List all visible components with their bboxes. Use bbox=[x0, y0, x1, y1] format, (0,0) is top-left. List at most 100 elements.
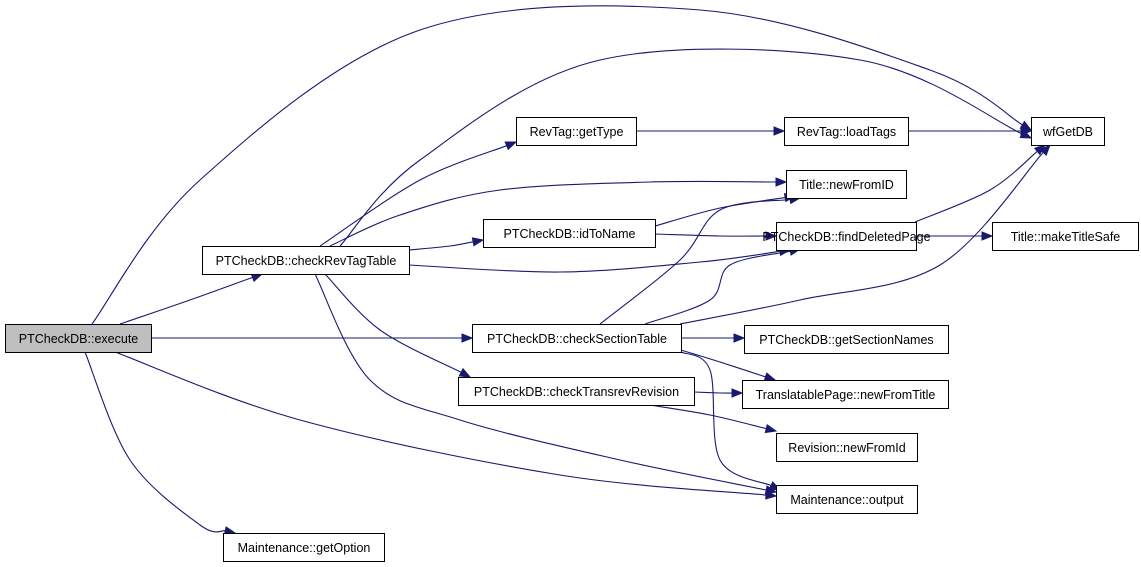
node-label: wfGetDB bbox=[1042, 125, 1093, 139]
node-getOption[interactable]: Maintenance::getOption bbox=[223, 533, 385, 562]
node-findDeletedPage[interactable]: PTCheckDB::findDeletedPage bbox=[762, 222, 931, 251]
node-checkTransrevRevision[interactable]: PTCheckDB::checkTransrevRevision bbox=[458, 377, 695, 406]
node-label: PTCheckDB::idToName bbox=[504, 227, 636, 241]
edge-arrowhead bbox=[461, 333, 474, 343]
edge-checkSectionTable-to-newFromTitle bbox=[680, 349, 777, 382]
node-label: TranslatablePage::newFromTitle bbox=[756, 388, 936, 402]
edge-checkSectionTable-to-getSectionNames bbox=[680, 333, 746, 343]
node-label: RevTag::getType bbox=[530, 125, 624, 139]
node-execute: PTCheckDB::execute bbox=[5, 324, 152, 353]
edge-execute-to-output bbox=[114, 351, 778, 500]
edge-arrowhead bbox=[773, 126, 786, 136]
edge-checkSectionTable-to-output bbox=[680, 351, 782, 491]
node-box bbox=[202, 246, 410, 275]
edge-checkSectionTable-to-wfGetDB bbox=[679, 144, 1051, 325]
node-label: PTCheckDB::checkRevTagTable bbox=[216, 254, 397, 268]
node-label: PTCheckDB::findDeletedPage bbox=[762, 230, 930, 244]
edge-arrowhead bbox=[733, 333, 746, 343]
edge-line bbox=[91, 5, 1023, 325]
node-box bbox=[744, 325, 949, 354]
node-getSectionNames[interactable]: PTCheckDB::getSectionNames bbox=[744, 325, 949, 354]
node-box bbox=[992, 222, 1139, 251]
edge-getType-to-loadTags bbox=[636, 126, 786, 136]
edge-execute-to-checkRevTagTable bbox=[119, 273, 264, 325]
edge-line bbox=[680, 351, 772, 487]
edge-line bbox=[644, 250, 791, 325]
edge-checkTransrevRevision-to-newFromTitle bbox=[693, 388, 744, 398]
edge-line bbox=[693, 391, 733, 394]
node-checkRevTagTable[interactable]: PTCheckDB::checkRevTagTable bbox=[202, 246, 410, 275]
node-label: Revision::newFromId bbox=[788, 441, 905, 455]
edge-checkSectionTable-to-findDeletedPage bbox=[644, 246, 802, 325]
edge-arrowhead bbox=[981, 231, 994, 241]
node-box bbox=[776, 222, 917, 251]
node-output[interactable]: Maintenance::output bbox=[776, 485, 918, 514]
edge-line bbox=[680, 349, 766, 378]
node-box bbox=[458, 377, 695, 406]
nodes-layer: PTCheckDB::execute PTCheckDB::checkRevTag… bbox=[5, 117, 1139, 562]
node-label: Title::makeTitleSafe bbox=[1011, 230, 1121, 244]
node-makeTitleSafe[interactable]: Title::makeTitleSafe bbox=[992, 222, 1139, 251]
edge-line bbox=[649, 404, 767, 430]
node-newFromTitle[interactable]: TranslatablePage::newFromTitle bbox=[742, 380, 949, 409]
node-label: PTCheckDB::execute bbox=[19, 332, 139, 346]
node-label: Maintenance::getOption bbox=[238, 541, 371, 555]
node-label: PTCheckDB::getSectionNames bbox=[759, 333, 933, 347]
edge-line bbox=[84, 351, 226, 533]
edge-execute-to-wfGetDB bbox=[91, 5, 1033, 325]
edge-line bbox=[339, 48, 1023, 247]
node-idToName[interactable]: PTCheckDB::idToName bbox=[483, 219, 656, 248]
node-loadTags[interactable]: RevTag::loadTags bbox=[784, 117, 909, 146]
node-label: PTCheckDB::checkTransrevRevision bbox=[474, 385, 679, 399]
edge-line bbox=[319, 145, 507, 247]
node-checkSectionTable[interactable]: PTCheckDB::checkSectionTable bbox=[472, 324, 682, 353]
edge-checkRevTagTable-to-getType bbox=[319, 141, 518, 247]
node-newFromID[interactable]: Title::newFromID bbox=[786, 170, 907, 199]
edge-line bbox=[654, 197, 786, 227]
node-box bbox=[516, 117, 637, 146]
edge-line bbox=[119, 276, 253, 325]
node-box bbox=[742, 380, 949, 409]
edge-line bbox=[324, 273, 462, 373]
edge-idToName-to-newFromID bbox=[654, 192, 797, 227]
edge-arrowhead bbox=[458, 367, 472, 378]
node-box bbox=[5, 324, 152, 353]
edge-arrowhead bbox=[471, 237, 485, 247]
edge-checkRevTagTable-to-output bbox=[314, 273, 778, 495]
edge-line bbox=[408, 241, 474, 251]
edge-checkRevTagTable-to-wfGetDB bbox=[339, 48, 1033, 247]
edge-line bbox=[329, 180, 777, 247]
edge-line bbox=[114, 351, 767, 496]
node-box bbox=[784, 117, 909, 146]
edge-checkRevTagTable-to-newFromID bbox=[329, 177, 788, 247]
edge-line bbox=[679, 151, 1044, 325]
node-box bbox=[776, 433, 918, 462]
edge-execute-to-getOption bbox=[84, 351, 237, 536]
edge-findDeletedPage-to-makeTitleSafe bbox=[916, 231, 994, 241]
edge-loadTags-to-wfGetDB bbox=[908, 126, 1033, 136]
edge-idToName-to-findDeletedPage bbox=[654, 231, 778, 241]
edge-findDeletedPage-to-wfGetDB bbox=[914, 144, 1047, 223]
node-label: Title::newFromID bbox=[799, 178, 894, 192]
node-label: Maintenance::output bbox=[790, 493, 904, 507]
edge-checkRevTagTable-to-findDeletedPage bbox=[408, 246, 792, 273]
node-box bbox=[786, 170, 907, 199]
edge-arrowhead bbox=[764, 423, 778, 434]
edge-line bbox=[654, 233, 767, 237]
node-box bbox=[776, 485, 918, 514]
edge-line bbox=[314, 273, 767, 491]
edge-line bbox=[408, 250, 781, 273]
edge-checkRevTagTable-to-checkTransrevRevision bbox=[324, 273, 472, 378]
edge-arrowhead bbox=[504, 141, 518, 151]
edge-execute-to-checkSectionTable bbox=[150, 333, 474, 343]
node-box bbox=[223, 533, 385, 562]
node-label: RevTag::loadTags bbox=[797, 125, 896, 139]
edge-arrowhead bbox=[775, 177, 788, 187]
node-wfGetDB[interactable]: wfGetDB bbox=[1031, 117, 1105, 146]
node-label: PTCheckDB::checkSectionTable bbox=[487, 332, 667, 346]
node-revNewFromId[interactable]: Revision::newFromId bbox=[776, 433, 918, 462]
edge-checkTransrevRevision-to-revNewFromId bbox=[649, 404, 778, 434]
node-getType[interactable]: RevTag::getType bbox=[516, 117, 637, 146]
node-box bbox=[483, 219, 656, 248]
